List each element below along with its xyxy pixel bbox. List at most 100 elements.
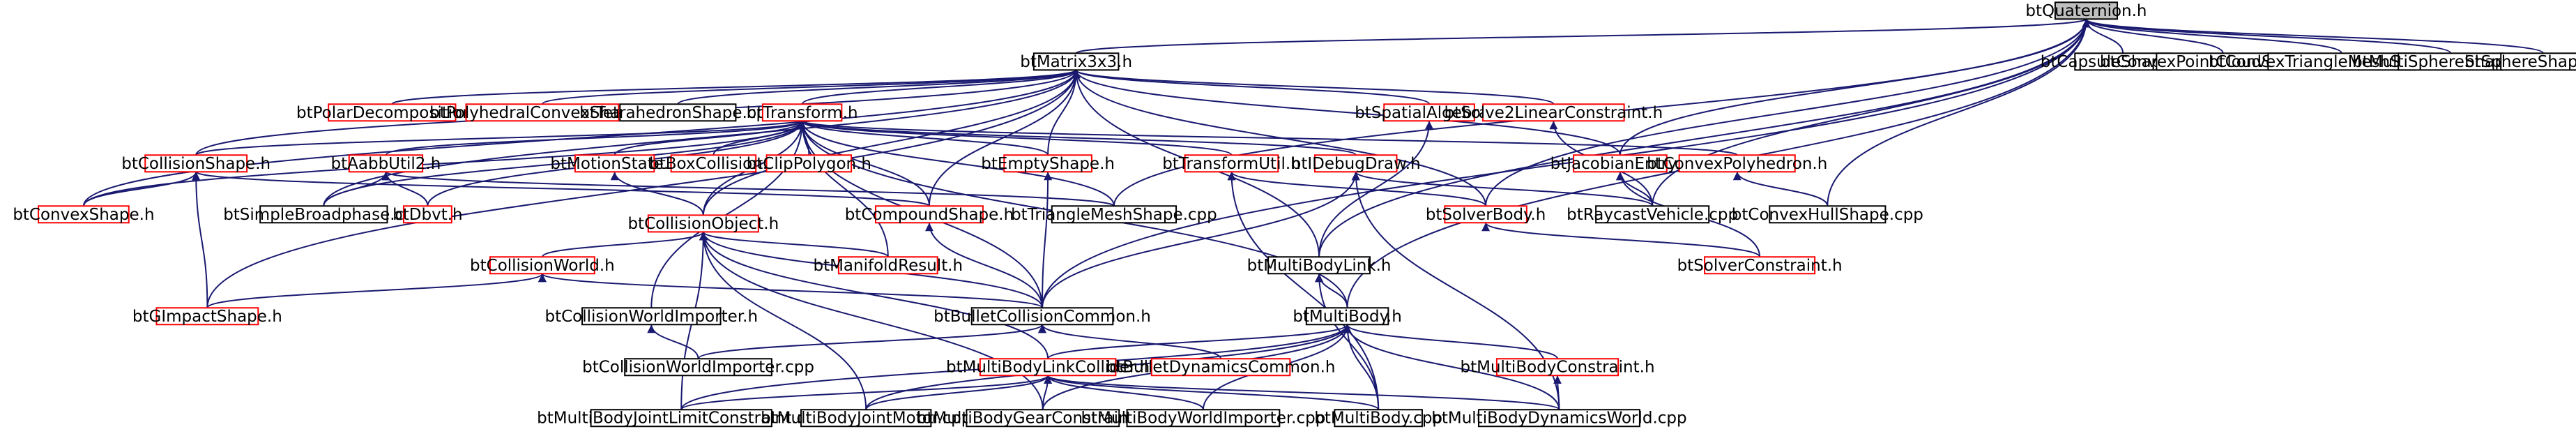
node-btAabbUtil2[interactable]: btAabbUtil2.h bbox=[331, 154, 441, 173]
node-box bbox=[144, 154, 248, 173]
node-btTransformUtil[interactable]: btTransformUtil.h bbox=[1162, 154, 1301, 173]
node-btSpatialAlgebra[interactable]: btSpatialAlgebra.h bbox=[1355, 103, 1504, 122]
node-btSimpleBroadphase[interactable]: btSimpleBroadphase.cpp bbox=[223, 205, 424, 224]
node-btMultiBodyJointLimitConstraint[interactable]: btMultiBodyJointLimitConstraint.cpp bbox=[537, 409, 825, 428]
edge-btQuaternion-btConvexTriangleMeshShape bbox=[2082, 18, 2342, 54]
edge-btTransform-btAabbUtil2 bbox=[385, 120, 807, 156]
node-btRaycastVehicle[interactable]: btRaycastVehicle.cpp bbox=[1567, 205, 1738, 224]
edge-btMatrix3x3-btTransform bbox=[801, 69, 1081, 105]
node-box bbox=[348, 154, 424, 173]
node-btBulletDynamicsCommon[interactable]: btBulletDynamicsCommon.h bbox=[1106, 358, 1336, 377]
edge-btTransform-btEmptyShape bbox=[798, 120, 1049, 156]
node-btMultiBody_cpp[interactable]: btMultiBody.cpp bbox=[1314, 409, 1442, 428]
node-box bbox=[590, 409, 772, 428]
node-label: btConvexHullShape.cpp bbox=[1732, 206, 1923, 224]
node-btClipPolygon[interactable]: btClipPolygon.h bbox=[747, 154, 871, 173]
node-btEmptyShape[interactable]: btEmptyShape.h bbox=[981, 154, 1115, 173]
node-btTetrahedronShape[interactable]: btTetrahedronShape.cpp bbox=[579, 103, 777, 122]
edge-btMatrix3x3-btTetrahedronShape bbox=[677, 69, 1081, 105]
node-btManifoldResult[interactable]: btManifoldResult.h bbox=[813, 256, 963, 275]
edge-btQuaternion-btJacobianEntry bbox=[1619, 19, 2091, 156]
node-btMotionState[interactable]: btMotionState.h bbox=[550, 154, 679, 173]
edge-btQuaternion-btConvexPointCloudShape bbox=[2082, 18, 2224, 54]
node-btMultiBodyDynamicsWorld[interactable]: btMultiBodyDynamicsWorld.cpp bbox=[1431, 409, 1687, 428]
node-btSphereShape[interactable]: btSphereShape.cpp bbox=[2464, 52, 2576, 71]
edge-btQuaternion-btMultiBodyLink bbox=[1318, 19, 2091, 257]
node-box bbox=[2156, 52, 2290, 71]
edge-btTransform-btIDebugDraw bbox=[798, 120, 1357, 156]
edge-btQuaternion-btMultiSphereShape bbox=[2082, 18, 2452, 54]
node-btConvexShape[interactable]: btConvexShape.h bbox=[13, 205, 155, 224]
edge-btMultiBodyLinkCollider-btMultiBodyWorldImporter bbox=[1044, 375, 1204, 410]
node-btBoxCollision[interactable]: btBoxCollision.h bbox=[649, 154, 778, 173]
node-box bbox=[874, 205, 984, 224]
edge-btTransformUtil-btMultiBody_cpp bbox=[1227, 172, 1380, 410]
node-box bbox=[837, 256, 938, 275]
edge-btQuaternion-btRaycastVehicle bbox=[1652, 19, 2091, 207]
edge-btMatrix3x3-btSolve2LinearConstraint bbox=[1072, 69, 1555, 105]
node-btMatrix3x3[interactable]: btMatrix3x3.h bbox=[1020, 52, 1132, 71]
node-label: btConvexPolyhedron.h bbox=[1647, 155, 1827, 173]
node-btIDebugDraw[interactable]: btIDebugDraw.h bbox=[1291, 154, 1421, 173]
node-btPolyhedralConvexShape[interactable]: btPolyhedralConvexShape.h bbox=[429, 103, 655, 122]
node-box bbox=[2054, 1, 2119, 20]
node-btCollisionObject[interactable]: btCollisionObject.h bbox=[627, 214, 779, 233]
node-box bbox=[402, 205, 452, 224]
node-label: btCollisionShape.h bbox=[121, 155, 270, 173]
node-btMultiSphereShape[interactable]: btMultiSphereShape.cpp bbox=[2352, 52, 2549, 71]
edge-btCollisionShape-btConvexShape bbox=[82, 171, 201, 207]
edge-btCollisionShape-btGImpactShape bbox=[192, 172, 208, 308]
node-label: btSphereShape.cpp bbox=[2464, 53, 2576, 71]
node-label: btPolyhedralConvexShape.h bbox=[429, 104, 655, 122]
node-btMultiBodyLink[interactable]: btMultiBodyLink.h bbox=[1247, 256, 1392, 275]
node-btMultiBodyLinkCollider[interactable]: btMultiBodyLinkCollider.h bbox=[946, 358, 1150, 377]
edge-btCollisionWorldImporter_h-btCollisionWorldImporter_cpp bbox=[647, 324, 699, 359]
node-btQuaternion[interactable]: btQuaternion.h bbox=[2025, 1, 2147, 20]
node-label: btCollisionWorldImporter.h bbox=[544, 308, 758, 326]
node-btPolarDecomposition[interactable]: btPolarDecomposition.h bbox=[296, 103, 488, 122]
node-btMultiBodyJointMotor[interactable]: btMultiBodyJointMotor.cpp bbox=[761, 409, 971, 428]
node-btCollisionWorldImporter_cpp[interactable]: btCollisionWorldImporter.cpp bbox=[582, 358, 814, 377]
node-box bbox=[1126, 409, 1281, 428]
node-label: btIDebugDraw.h bbox=[1291, 155, 1421, 173]
edge-btCollisionObject-btMultiBodyLinkCollider bbox=[699, 232, 1049, 359]
edge-btMatrix3x3-btSimpleBroadphase bbox=[323, 70, 1081, 207]
node-btSolverBody[interactable]: btSolverBody.h bbox=[1426, 205, 1546, 224]
node-btSolverConstraint[interactable]: btSolverConstraint.h bbox=[1677, 256, 1843, 275]
node-box bbox=[1573, 154, 1668, 173]
edge-btCollisionObject-btMultiBodyGearConstraint bbox=[699, 232, 1044, 410]
edge-btCollisionObject-btCollisionWorld bbox=[541, 231, 708, 258]
edge-btCollisionObject-btManifoldResult bbox=[699, 231, 889, 258]
edge-btQuaternion-btSphereShape bbox=[2082, 18, 2544, 54]
node-btCollisionShape[interactable]: btCollisionShape.h bbox=[121, 154, 270, 173]
node-box bbox=[966, 409, 1120, 428]
node-btJacobianEntry[interactable]: btJacobianEntry.h bbox=[1550, 154, 1691, 173]
node-btCollisionWorld[interactable]: btCollisionWorld.h bbox=[470, 256, 615, 275]
node-btConvexHullShape[interactable]: btConvexHullShape.cpp bbox=[1732, 205, 1923, 224]
node-btCompoundShape[interactable]: btCompoundShape.h bbox=[845, 205, 1014, 224]
edge-btCollisionWorld-btBulletCollisionCommon bbox=[538, 273, 1044, 309]
node-box bbox=[670, 154, 757, 173]
node-btTriangleMeshShape[interactable]: btTriangleMeshShape.cpp bbox=[1011, 205, 1217, 224]
node-btBulletCollisionCommon[interactable]: btBulletCollisionCommon.h bbox=[933, 307, 1151, 326]
node-label: btManifoldResult.h bbox=[813, 257, 963, 275]
edge-btAabbUtil2-btSimpleBroadphase bbox=[323, 172, 390, 207]
node-btMultiBody_h[interactable]: btMultiBody.h bbox=[1293, 307, 1402, 326]
node-btMultiBodyWorldImporter[interactable]: btMultiBodyWorldImporter.cpp bbox=[1081, 409, 1326, 428]
edge-btTransform-btCompoundShape bbox=[798, 121, 930, 207]
node-btDbvt[interactable]: btDbvt.h bbox=[393, 205, 463, 224]
node-btCollisionWorldImporter_h[interactable]: btCollisionWorldImporter.h bbox=[544, 307, 758, 326]
node-btSolve2LinearConstraint[interactable]: btSolve2LinearConstraint.h bbox=[1444, 103, 1663, 122]
node-btMultiBodyConstraint[interactable]: btMultiBodyConstraint.h bbox=[1460, 358, 1655, 377]
node-box bbox=[970, 307, 1114, 326]
edge-btQuaternion-btBulletCollisionCommon bbox=[1042, 19, 2091, 308]
edge-btCollisionShape-btCompoundShape bbox=[192, 171, 930, 207]
node-label: btMatrix3x3.h bbox=[1020, 53, 1132, 71]
node-btConvexPolyhedron[interactable]: btConvexPolyhedron.h bbox=[1647, 154, 1827, 173]
node-label: btTransformUtil.h bbox=[1162, 155, 1301, 173]
node-btGImpactShape[interactable]: btGImpactShape.h bbox=[132, 307, 282, 326]
edge-btMatrix3x3-btPolarDecomposition bbox=[391, 69, 1081, 105]
edge-btMatrix3x3-btJacobianEntry bbox=[1072, 70, 1621, 156]
node-box bbox=[1267, 256, 1371, 275]
node-btTransform[interactable]: btTransform.h bbox=[747, 103, 858, 122]
